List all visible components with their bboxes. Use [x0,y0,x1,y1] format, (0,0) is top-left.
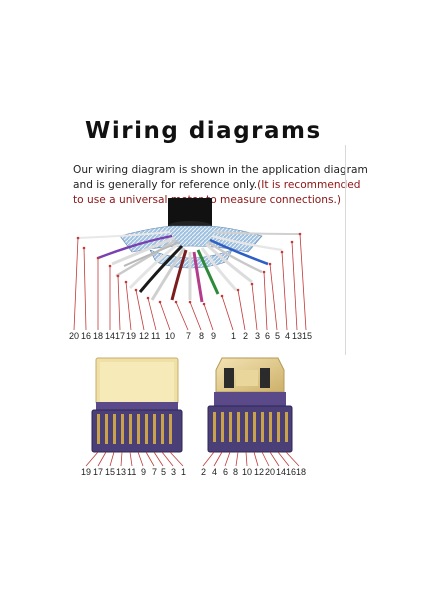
left-connector-pin-label: 7 [152,467,158,477]
lead-dots [76,232,302,306]
cable-pin-label: 12 [139,331,150,341]
cable-pin-label: 20 [69,331,80,341]
wire-bundle [77,231,301,303]
right-connector-pin-label: 14 [276,467,287,477]
cable-pin-label: 11 [151,331,161,341]
right-connector-pin-label: 2 [201,467,207,477]
cable-pin-label: 19 [126,331,137,341]
cable-pin-label: 17 [115,331,126,341]
cable-pin-label: 14 [105,331,116,341]
cable-pin-label: 6 [265,331,271,341]
description: Our wiring diagram is shown in the appli… [73,163,373,208]
cable-pin-label: 4 [285,331,291,341]
right-connector-pin-label: 4 [212,467,218,477]
right-connector-pin-label: 10 [242,467,253,477]
right-connector-pin-label: 20 [265,467,276,477]
right-connector-pin-label: 8 [233,467,239,477]
right-connector-pin-label: 16 [286,467,297,477]
right-connector-pin-label: 12 [254,467,265,477]
cable-pin-label: 2 [243,331,249,341]
connector-left [85,357,184,467]
cable-pin-label: 13 [292,331,303,341]
left-connector-pin-label: 1 [181,467,187,477]
left-connector-pin-label: 3 [171,467,177,477]
page-title: Wiring diagrams [85,118,322,144]
cable-pin-label: 7 [186,331,192,341]
cable-pin-label: 16 [81,331,92,341]
left-connector-pin-label: 13 [116,467,127,477]
connector-right [202,357,300,467]
cable-pin-label: 3 [255,331,261,341]
cable-pin-label: 18 [93,331,104,341]
cable-pin-label: 10 [165,331,176,341]
divider [345,145,346,355]
left-connector-pin-label: 15 [105,467,116,477]
cable-pin-label: 1 [231,331,237,341]
cable-pin-label: 9 [211,331,217,341]
cable-pin-label: 5 [275,331,281,341]
left-connector-pin-label: 5 [161,467,167,477]
description-text: Our wiring diagram is shown in the appli… [73,164,368,191]
left-connector-pin-label: 19 [81,467,92,477]
lead-lines [73,233,307,331]
left-connector-pin-label: 11 [127,467,137,477]
right-connector-pin-label: 6 [223,467,229,477]
left-connector-pin-label: 9 [141,467,147,477]
right-connector-pin-label: 18 [296,467,307,477]
left-connector-pin-label: 17 [93,467,104,477]
cable-pin-label: 15 [302,331,313,341]
cable-pin-label: 8 [199,331,205,341]
